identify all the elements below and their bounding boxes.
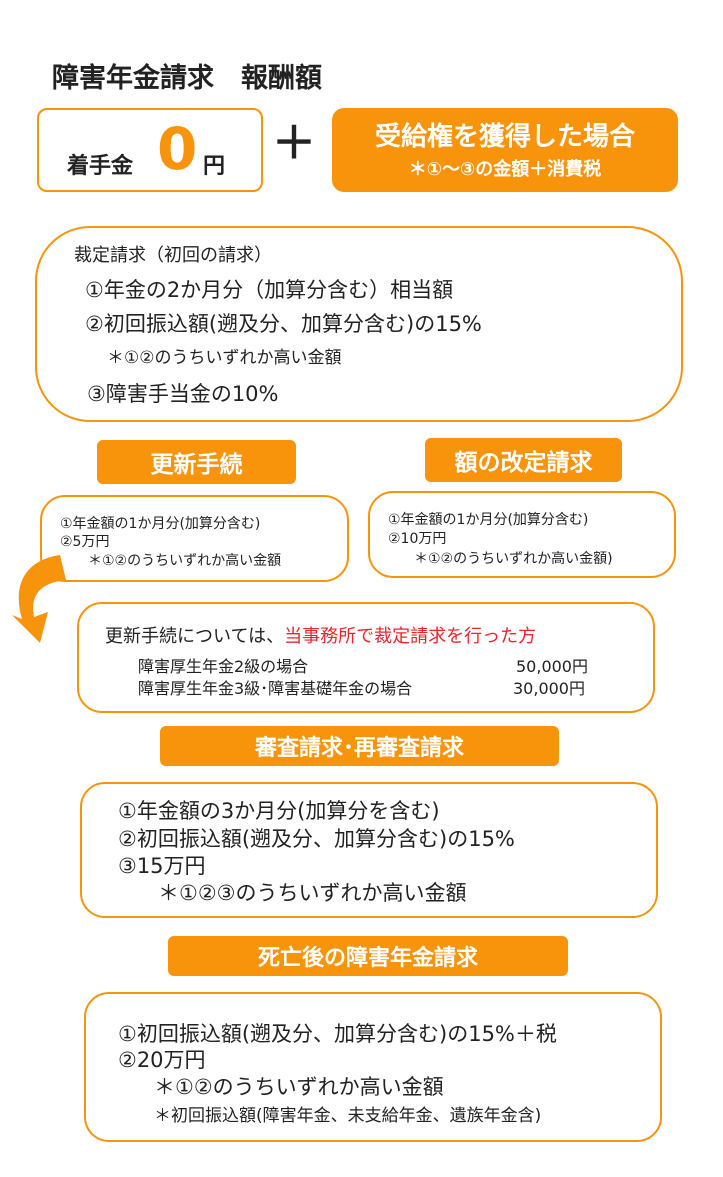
retainer-unit: 円: [203, 154, 226, 179]
renewal-fee-label: 障害厚生年金3級･障害基礎年金の場合: [138, 679, 413, 698]
renewal-item: ②5万円: [60, 534, 110, 550]
success-fee-box: 受給権を獲得した場合 ＊①～③の金額＋消費税: [332, 108, 678, 192]
success-fee-line1: 受給権を獲得した場合: [374, 122, 635, 152]
revision-item: ①年金額の1か月分(加算分含む): [388, 512, 589, 528]
initial-item: ③障害手当金の10%: [87, 382, 279, 406]
appeal-header: 審査請求･再審査請求: [160, 726, 559, 766]
renewal-note-lead-text: 更新手続については、: [105, 626, 285, 647]
appeal-item: ①年金額の3か月分(加算分を含む): [118, 799, 440, 823]
appeal-item: ②初回振込額(遡及分、加算分含む)の15%: [118, 827, 515, 851]
renewal-fee-label: 障害厚生年金2級の場合: [138, 657, 309, 676]
posthumous-box: ①初回振込額(遡及分、加算分含む)の15%＋税 ②20万円 ＊①②のうちいずれか…: [84, 992, 662, 1142]
retainer-label: 着手金: [67, 154, 134, 179]
revision-note: ＊①②のうちいずれか高い金額): [414, 551, 613, 567]
revision-header: 額の改定請求: [425, 438, 622, 482]
appeal-box: ①年金額の3か月分(加算分を含む) ②初回振込額(遡及分、加算分含む)の15% …: [80, 782, 658, 918]
revision-box: ①年金額の1か月分(加算分含む) ②10万円 ＊①②のうちいずれか高い金額): [368, 491, 676, 578]
success-fee-line2: ＊①～③の金額＋消費税: [408, 159, 602, 180]
initial-item: ①年金の2か月分（加算分含む）相当額: [85, 278, 454, 302]
initial-heading: 裁定請求（初回の請求）: [74, 245, 272, 266]
curved-arrow-icon: [12, 555, 66, 643]
initial-claim-box: 裁定請求（初回の請求） ①年金の2か月分（加算分含む）相当額 ②初回振込額(遡及…: [35, 226, 683, 422]
renewal-header: 更新手続: [97, 440, 296, 484]
retainer-box: 着手金 0 円: [37, 108, 263, 192]
retainer-amount: 0: [157, 115, 198, 183]
renewal-note-box: 更新手続については、当事務所で裁定請求を行った方 障害厚生年金2級の場合 50,…: [77, 602, 655, 713]
plus-sign: ＋: [272, 118, 316, 169]
appeal-item: ③15万円: [118, 854, 206, 878]
renewal-note-lead: 更新手続については、当事務所で裁定請求を行った方: [105, 622, 536, 648]
posthumous-note: ＊①②のうちいずれか高い金額: [154, 1075, 444, 1099]
renewal-item: ①年金額の1か月分(加算分含む): [60, 516, 261, 532]
appeal-note: ＊①②③のうちいずれか高い金額: [158, 881, 467, 905]
renewal-fee-value: 50,000円: [516, 657, 588, 676]
posthumous-header: 死亡後の障害年金請求: [168, 936, 568, 976]
posthumous-note: ＊初回振込額(障害年金、未支給年金、遺族年金含): [154, 1106, 542, 1126]
renewal-box: ①年金額の1か月分(加算分含む) ②5万円 ＊①②のうちいずれか高い金額: [40, 495, 349, 582]
posthumous-item: ②20万円: [118, 1048, 206, 1072]
posthumous-item: ①初回振込額(遡及分、加算分含む)の15%＋税: [118, 1022, 557, 1046]
revision-item: ②10万円: [388, 531, 447, 547]
initial-item: ②初回振込額(遡及分、加算分含む)の15%: [85, 312, 482, 336]
initial-note: ＊①②のうちいずれか高い金額: [107, 348, 342, 368]
renewal-fee-value: 30,000円: [513, 679, 585, 698]
page-title: 障害年金請求 報酬額: [52, 63, 322, 94]
renewal-note-highlight: 当事務所で裁定請求を行った方: [284, 626, 537, 647]
renewal-note: ＊①②のうちいずれか高い金額: [88, 553, 282, 569]
